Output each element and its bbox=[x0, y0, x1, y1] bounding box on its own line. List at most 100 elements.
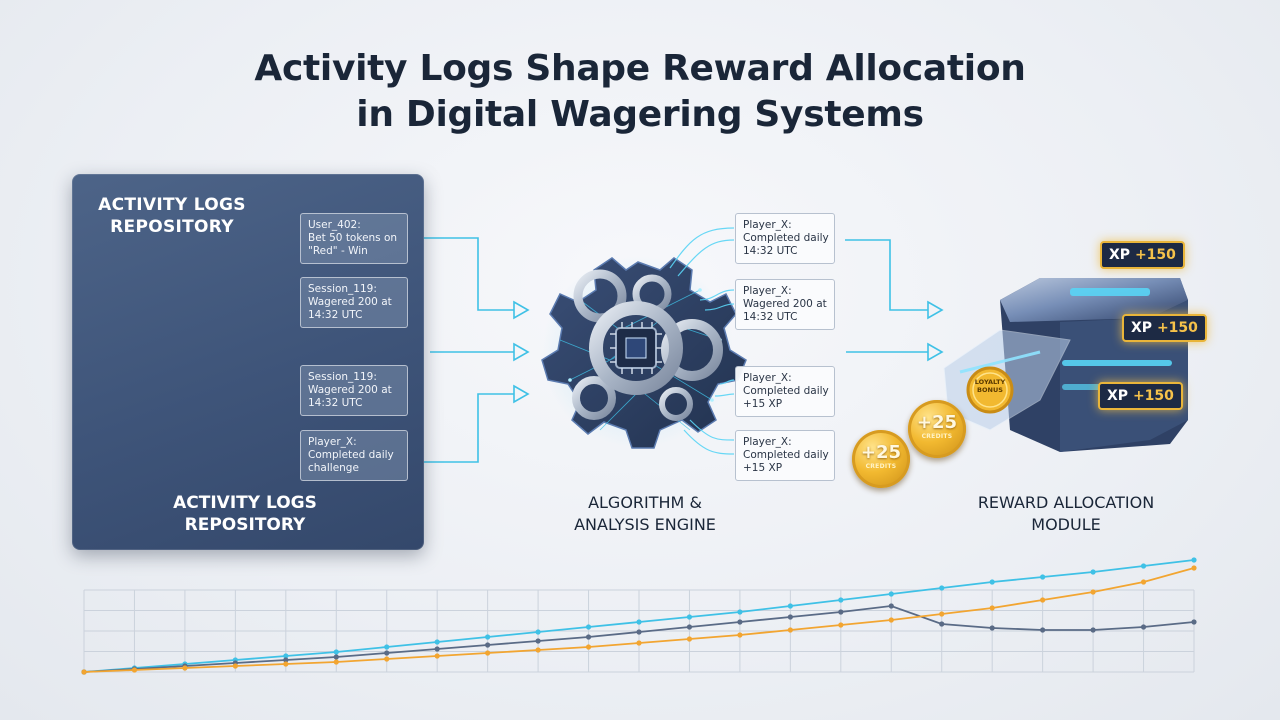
trend-series-point bbox=[838, 609, 844, 615]
log-line: Player_X: bbox=[743, 372, 792, 384]
engine-gears-icon bbox=[541, 256, 747, 449]
coin-label: Credits bbox=[921, 433, 953, 440]
engine-log-card: Player_X: Wagered 200 at 14:32 UTC bbox=[735, 279, 835, 330]
log-line: Session_119: bbox=[308, 371, 377, 383]
repo-to-engine-arrows bbox=[513, 300, 530, 404]
trend-chart-lines bbox=[81, 557, 1197, 675]
trend-series-point bbox=[737, 609, 743, 615]
log-line: Completed daily bbox=[743, 232, 829, 244]
trend-series-point bbox=[1191, 557, 1197, 563]
trend-series-point bbox=[1191, 619, 1197, 625]
trend-series-point bbox=[283, 653, 289, 659]
xp-value: +150 bbox=[1134, 247, 1176, 263]
xp-label: XP bbox=[1131, 320, 1157, 336]
trend-series-point bbox=[535, 629, 541, 635]
trend-series-point bbox=[1040, 597, 1046, 603]
credits-coin: +25 Credits bbox=[852, 430, 910, 488]
trend-series-point bbox=[1140, 579, 1147, 585]
trend-series-point bbox=[989, 605, 995, 611]
trend-series-point bbox=[283, 657, 289, 663]
trend-series-point bbox=[485, 650, 491, 656]
trend-series-point bbox=[939, 611, 945, 617]
trend-series-point bbox=[989, 579, 995, 585]
trend-series-point bbox=[737, 632, 743, 638]
coin-value: +25 bbox=[916, 412, 958, 433]
log-line: 14:32 UTC bbox=[308, 397, 363, 409]
loyalty-line2: Bonus bbox=[977, 386, 1003, 394]
trend-series-point bbox=[384, 656, 390, 662]
trend-series-point bbox=[686, 624, 693, 630]
trend-series-point bbox=[485, 634, 491, 640]
log-line: +15 XP bbox=[743, 398, 783, 410]
trend-series-point bbox=[888, 603, 894, 609]
trend-series-point bbox=[333, 649, 339, 655]
trend-series-point bbox=[283, 661, 289, 667]
reward-label-line1: Reward Allocation bbox=[977, 493, 1155, 512]
trend-series-point bbox=[1191, 565, 1197, 571]
trend-series-point bbox=[737, 619, 743, 625]
trend-series-point bbox=[535, 647, 541, 653]
trend-series-point bbox=[989, 625, 995, 631]
reward-device-icon bbox=[943, 278, 1188, 452]
log-line: Wagered 200 at bbox=[743, 298, 827, 310]
xp-badge: XP +150 bbox=[1098, 382, 1183, 410]
trend-series-point bbox=[333, 659, 339, 665]
log-line: Player_X: bbox=[308, 436, 357, 448]
credits-coin: +25 Credits bbox=[908, 400, 966, 458]
engine-circuit-lines bbox=[669, 227, 735, 455]
trend-series-point bbox=[232, 663, 238, 669]
log-line: Player_X: bbox=[743, 285, 792, 297]
engine-log-card: Player_X: Completed daily +15 XP bbox=[735, 366, 835, 417]
xp-value: +150 bbox=[1132, 388, 1174, 404]
trend-series-point bbox=[1090, 569, 1096, 575]
page-title-line2: in Digital Wagering Systems bbox=[356, 94, 924, 135]
log-line: 14:32 UTC bbox=[308, 309, 363, 321]
trend-series-point bbox=[636, 629, 642, 635]
trend-series-point bbox=[485, 642, 491, 648]
trend-series-point bbox=[585, 644, 592, 650]
log-line: 14:32 UTC bbox=[743, 311, 798, 323]
trend-series-point bbox=[333, 654, 339, 660]
trend-series-point bbox=[1090, 589, 1096, 595]
trend-series-point bbox=[1140, 624, 1147, 630]
trend-series-point bbox=[434, 653, 440, 659]
repository-log-card: Player_X: Completed daily challenge bbox=[300, 430, 408, 481]
trend-series-point bbox=[1040, 627, 1046, 633]
trend-series-point bbox=[636, 619, 642, 625]
engine-log-card: Player_X: Completed daily +15 XP bbox=[735, 430, 835, 481]
trend-series-point bbox=[1040, 574, 1046, 580]
trend-series-point bbox=[888, 591, 894, 597]
trend-series-point bbox=[384, 650, 390, 656]
repository-title-top: Activity Logs Repository bbox=[98, 195, 246, 237]
trend-series-point bbox=[888, 617, 894, 623]
trend-series-point bbox=[787, 603, 793, 609]
trend-series-point bbox=[838, 622, 844, 628]
trend-series-point bbox=[939, 585, 945, 591]
log-line: Completed daily bbox=[743, 385, 829, 397]
page-title: Activity Logs Shape Reward Allocation in… bbox=[0, 46, 1280, 138]
log-line: "Red" - Win bbox=[308, 245, 368, 257]
log-line: challenge bbox=[308, 462, 359, 474]
trend-series-point bbox=[585, 624, 592, 630]
trend-series-point bbox=[535, 638, 541, 644]
log-line: Player_X: bbox=[743, 436, 792, 448]
log-line: Completed daily bbox=[308, 449, 394, 461]
trend-series-point bbox=[1140, 563, 1147, 569]
loyalty-bonus-label: Loyalty Bonus bbox=[970, 378, 1010, 394]
repository-log-card: Session_119: Wagered 200 at 14:32 UTC bbox=[300, 365, 408, 416]
xp-label: XP bbox=[1109, 247, 1135, 263]
xp-badge: XP +150 bbox=[1100, 241, 1185, 269]
log-line: Player_X: bbox=[743, 219, 792, 231]
loyalty-line1: Loyalty bbox=[974, 378, 1006, 386]
log-line: Session_119: bbox=[308, 283, 377, 295]
trend-series-point bbox=[81, 669, 87, 675]
log-line: Wagered 200 at bbox=[308, 384, 392, 396]
coin-label: Credits bbox=[865, 463, 897, 470]
engine-log-card: Player_X: Completed daily 14:32 UTC bbox=[735, 213, 835, 264]
log-line: User_402: bbox=[308, 219, 361, 231]
trend-series-point bbox=[434, 639, 440, 645]
engine-label: Algorithm & Analysis Engine bbox=[540, 492, 750, 536]
repo-to-engine-connectors bbox=[410, 237, 514, 463]
loyalty-bonus-coin bbox=[966, 366, 1014, 414]
trend-series-point bbox=[686, 614, 693, 620]
